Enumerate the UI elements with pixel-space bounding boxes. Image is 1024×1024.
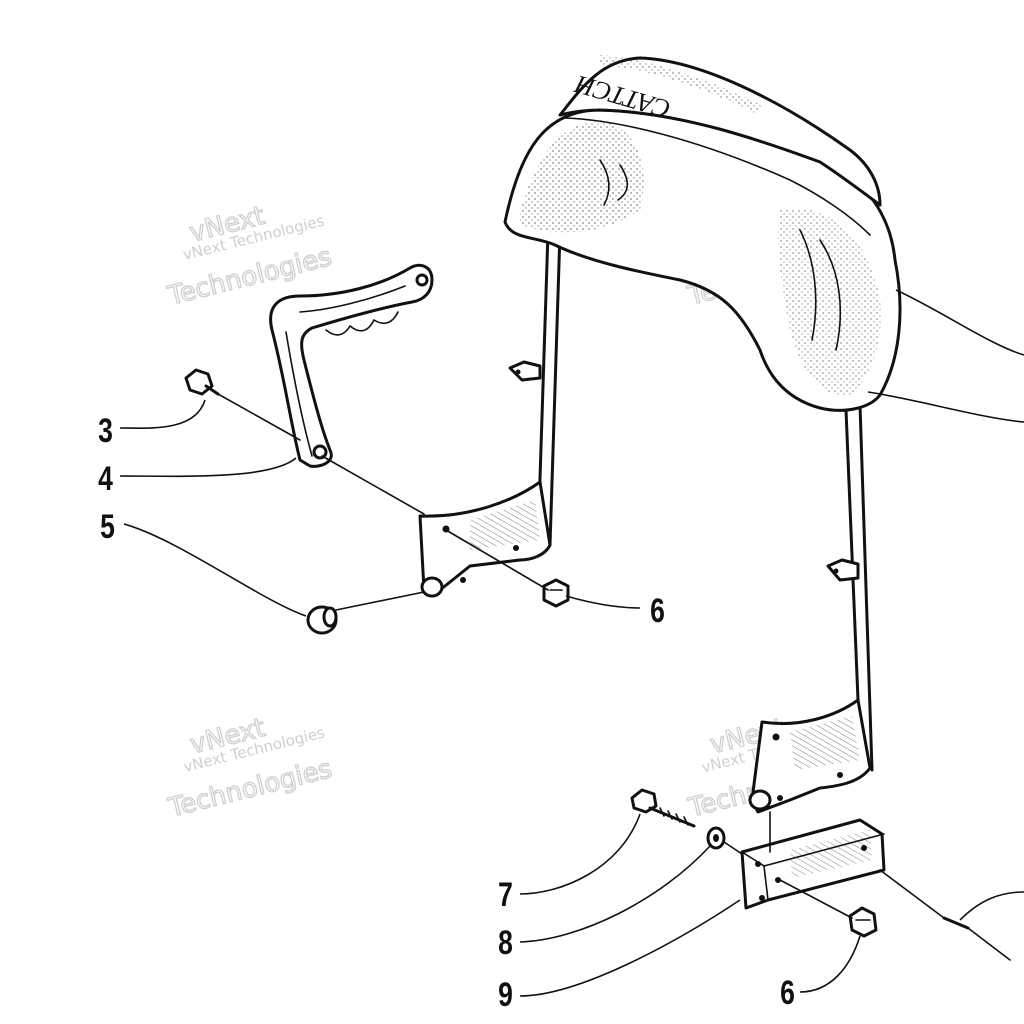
backrest-frame <box>418 230 874 814</box>
callout-9: 9 <box>498 976 513 1014</box>
grab-handle <box>269 263 434 468</box>
bracket-part-9 <box>740 818 886 910</box>
callout-6-lower: 6 <box>780 974 795 1012</box>
nut-part-6-upper <box>542 578 570 608</box>
bolt-part-3 <box>184 368 220 396</box>
callout-5: 5 <box>100 508 115 546</box>
callout-8: 8 <box>498 924 513 962</box>
knob-part-5 <box>306 605 338 635</box>
nut-part-6-lower <box>848 906 878 938</box>
leader-lines <box>119 289 1024 997</box>
washer-part-8 <box>706 826 726 850</box>
callout-7: 7 <box>498 876 513 914</box>
bolt-part-7 <box>630 788 696 828</box>
callout-4: 4 <box>98 460 113 498</box>
assembly-lines <box>217 393 945 919</box>
pin <box>942 916 1011 961</box>
callout-6-upper: 6 <box>650 592 665 630</box>
callout-3: 3 <box>98 412 113 450</box>
callout-labels: 3 4 5 6 7 8 9 6 <box>98 412 795 1014</box>
watermark-top-left: vNext vNext Technologies Technologies <box>164 200 336 312</box>
backrest-pad: CATTCH <box>503 55 902 412</box>
watermark-bottom-left: vNext vNext Technologies Technologies <box>164 712 336 824</box>
